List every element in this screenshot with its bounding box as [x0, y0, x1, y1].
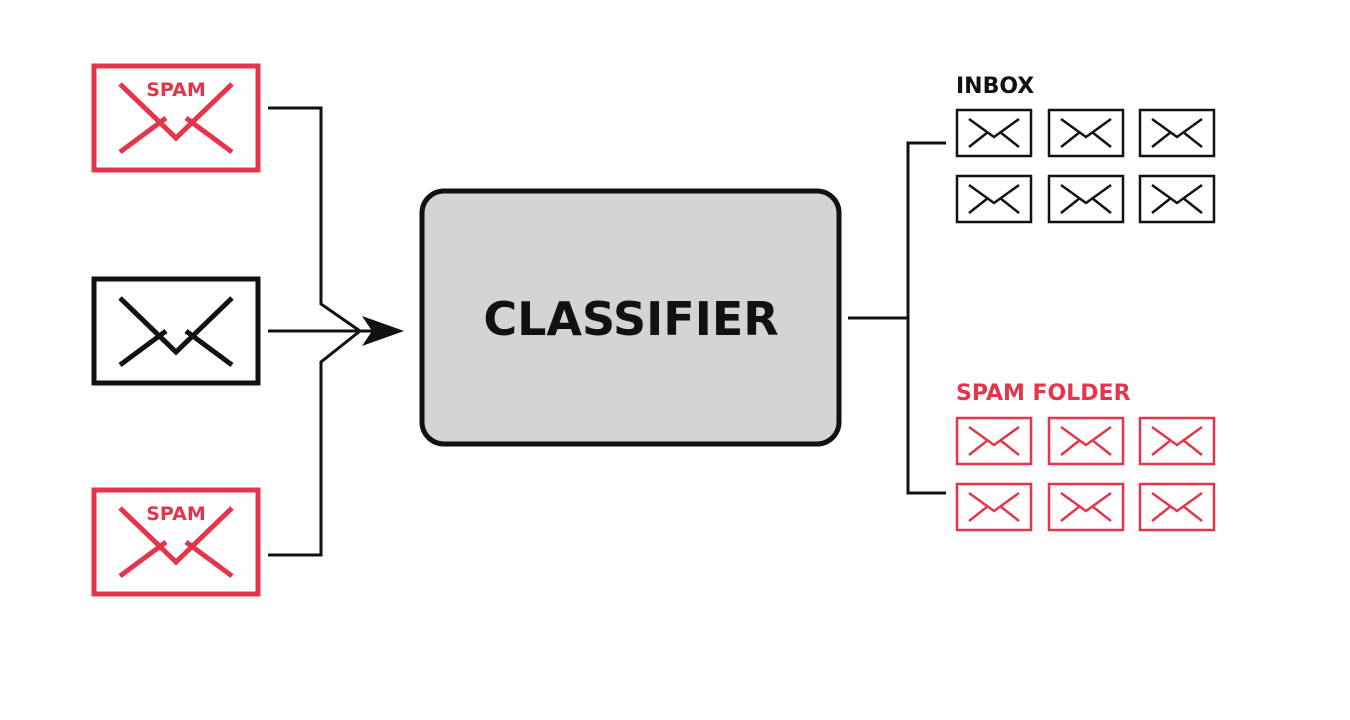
envelope-flap-right	[1091, 505, 1112, 522]
envelope-flap-right	[999, 131, 1020, 148]
envelope-flap-right	[1091, 131, 1112, 148]
classifier-shape	[419, 188, 842, 447]
envelope-flap	[1151, 183, 1203, 205]
envelope-flap-right	[999, 197, 1020, 214]
envelope-flap	[968, 117, 1020, 139]
envelope-flap-left	[1151, 505, 1172, 522]
envelope-icon	[955, 108, 1033, 158]
envelope-icon	[1138, 482, 1216, 532]
envelope-flap-left	[118, 115, 168, 155]
envelope-flap	[118, 82, 234, 142]
envelope-icon	[91, 276, 261, 386]
envelope-flap-right	[999, 439, 1020, 456]
envelope-icon	[955, 416, 1033, 466]
envelope-flap-left	[968, 439, 989, 456]
envelope-flap-left	[968, 505, 989, 522]
classifier-label: CLASSIFIER	[483, 292, 778, 346]
envelope-body	[1138, 108, 1216, 158]
envelope-body	[1138, 174, 1216, 224]
envelope-body	[1047, 174, 1125, 224]
envelope-flap-left	[1151, 131, 1172, 148]
envelope-flap-left	[1060, 439, 1081, 456]
envelope-flap-right	[184, 539, 234, 579]
envelope-flap-right	[184, 115, 234, 155]
envelope-icon	[1138, 416, 1216, 466]
envelope-flap-right	[184, 328, 234, 368]
input-ham-envelope	[91, 276, 261, 386]
envelope-flap-left	[118, 539, 168, 579]
inbox-label: INBOX	[956, 74, 1034, 99]
envelope-flap-left	[968, 197, 989, 214]
envelope-body	[955, 416, 1033, 466]
envelope-body	[955, 482, 1033, 532]
envelope-body	[1047, 482, 1125, 532]
envelope-flap-left	[1060, 505, 1081, 522]
envelope-flap	[118, 506, 234, 566]
envelope-body	[1047, 108, 1125, 158]
badge-backdrop	[140, 498, 210, 524]
envelope-flap	[968, 491, 1020, 513]
envelope-body	[955, 108, 1033, 158]
envelope-flap	[968, 425, 1020, 447]
envelope-body	[955, 174, 1033, 224]
envelope-icon	[1047, 482, 1125, 532]
envelope-flap-left	[1060, 131, 1081, 148]
envelope-flap-left	[1060, 197, 1081, 214]
envelope-icon	[1138, 108, 1216, 158]
spam-badge-label: SPAM	[146, 503, 205, 525]
connector-bottom	[268, 329, 361, 557]
envelope-flap	[1151, 491, 1203, 513]
envelope-flap	[1151, 117, 1203, 139]
envelope-flap-left	[118, 328, 168, 368]
envelope-body	[1047, 416, 1125, 466]
spam-folder-label: SPAM FOLDER	[956, 381, 1131, 406]
envelope-flap	[1060, 117, 1112, 139]
envelope-flap-right	[1182, 505, 1203, 522]
inbox-envelope-grid	[955, 108, 1216, 224]
envelope-flap-left	[1151, 197, 1172, 214]
envelope-body	[1138, 482, 1216, 532]
envelope-flap-left	[1151, 439, 1172, 456]
envelope-flap-right	[1091, 439, 1112, 456]
envelope-flap-left	[968, 131, 989, 148]
envelope-icon	[1047, 416, 1125, 466]
branch-bracket	[906, 141, 946, 495]
envelope-flap-right	[1182, 439, 1203, 456]
envelope-icon	[955, 174, 1033, 224]
envelope-flap	[968, 183, 1020, 205]
envelope-icon	[91, 487, 261, 597]
envelope-flap-right	[1091, 197, 1112, 214]
envelope-flap-right	[999, 505, 1020, 522]
envelope-body	[1138, 416, 1216, 466]
arrowhead-icon	[362, 316, 404, 346]
input-connectors	[268, 106, 392, 557]
envelope-icon	[1138, 174, 1216, 224]
connector-top	[268, 106, 361, 333]
envelope-flap	[1060, 425, 1112, 447]
envelope-icon	[955, 482, 1033, 532]
envelope-icon	[1047, 174, 1125, 224]
input-spam-envelope-bottom: SPAM	[91, 487, 261, 597]
envelope-flap	[1060, 183, 1112, 205]
classifier-box: CLASSIFIER	[419, 188, 842, 447]
envelope-flap-right	[1182, 131, 1203, 148]
envelope-icon	[1047, 108, 1125, 158]
output-connectors	[848, 141, 946, 495]
input-spam-envelope-top: SPAM	[91, 63, 261, 173]
envelope-flap	[118, 296, 234, 356]
envelope-flap-right	[1182, 197, 1203, 214]
envelope-flap	[1060, 491, 1112, 513]
envelope-icon	[91, 63, 261, 173]
envelope-flap	[1151, 425, 1203, 447]
badge-backdrop	[140, 74, 210, 100]
spam-folder-envelope-grid	[955, 416, 1216, 532]
spam-badge-label: SPAM	[146, 79, 205, 101]
